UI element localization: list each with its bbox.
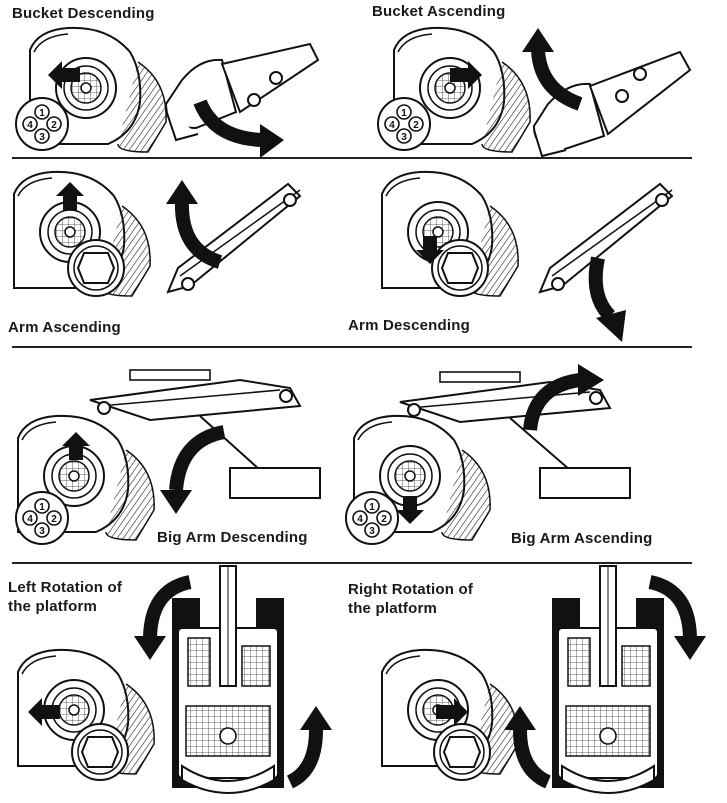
- panel-big-arm-ascending: [345, 364, 631, 545]
- button-number: 3: [369, 526, 375, 537]
- label-big-arm-descending: Big Arm Descending: [157, 529, 308, 546]
- button-number: 2: [413, 120, 419, 131]
- button-number: 3: [39, 132, 45, 143]
- panel-bucket-ascending: [377, 26, 692, 158]
- button-number: 3: [39, 526, 45, 537]
- button-number: 2: [51, 120, 57, 131]
- panel-big-arm-descending: [15, 369, 321, 545]
- panel-bucket-descending: [15, 26, 320, 158]
- button-number: 1: [39, 108, 45, 119]
- button-number: 4: [389, 120, 395, 131]
- row-divider: [12, 346, 692, 348]
- panel-left-rotation: [17, 565, 332, 794]
- row-divider: [12, 562, 692, 564]
- row-divider: [12, 157, 692, 159]
- button-number: 2: [381, 514, 387, 525]
- button-number: 3: [401, 132, 407, 143]
- label-arm-descending: Arm Descending: [348, 317, 470, 334]
- label-bucket-ascending: Bucket Ascending: [372, 3, 506, 20]
- label-big-arm-ascending: Big Arm Ascending: [511, 530, 653, 547]
- label-arm-ascending: Arm Ascending: [8, 319, 121, 336]
- button-number: 1: [401, 108, 407, 119]
- button-number: 2: [51, 514, 57, 525]
- panel-arm-ascending: [13, 170, 302, 297]
- button-number: 4: [357, 514, 363, 525]
- button-number: 4: [27, 120, 33, 131]
- button-number: 1: [369, 502, 375, 513]
- label-bucket-descending: Bucket Descending: [12, 5, 155, 22]
- panel-arm-descending: [381, 170, 674, 342]
- label-right-rotation: Right Rotation of the platform: [348, 581, 474, 617]
- button-number: 4: [27, 514, 33, 525]
- panel-right-rotation: [381, 565, 706, 794]
- button-number: 1: [39, 502, 45, 513]
- label-left-rotation: Left Rotation of the platform: [8, 579, 123, 615]
